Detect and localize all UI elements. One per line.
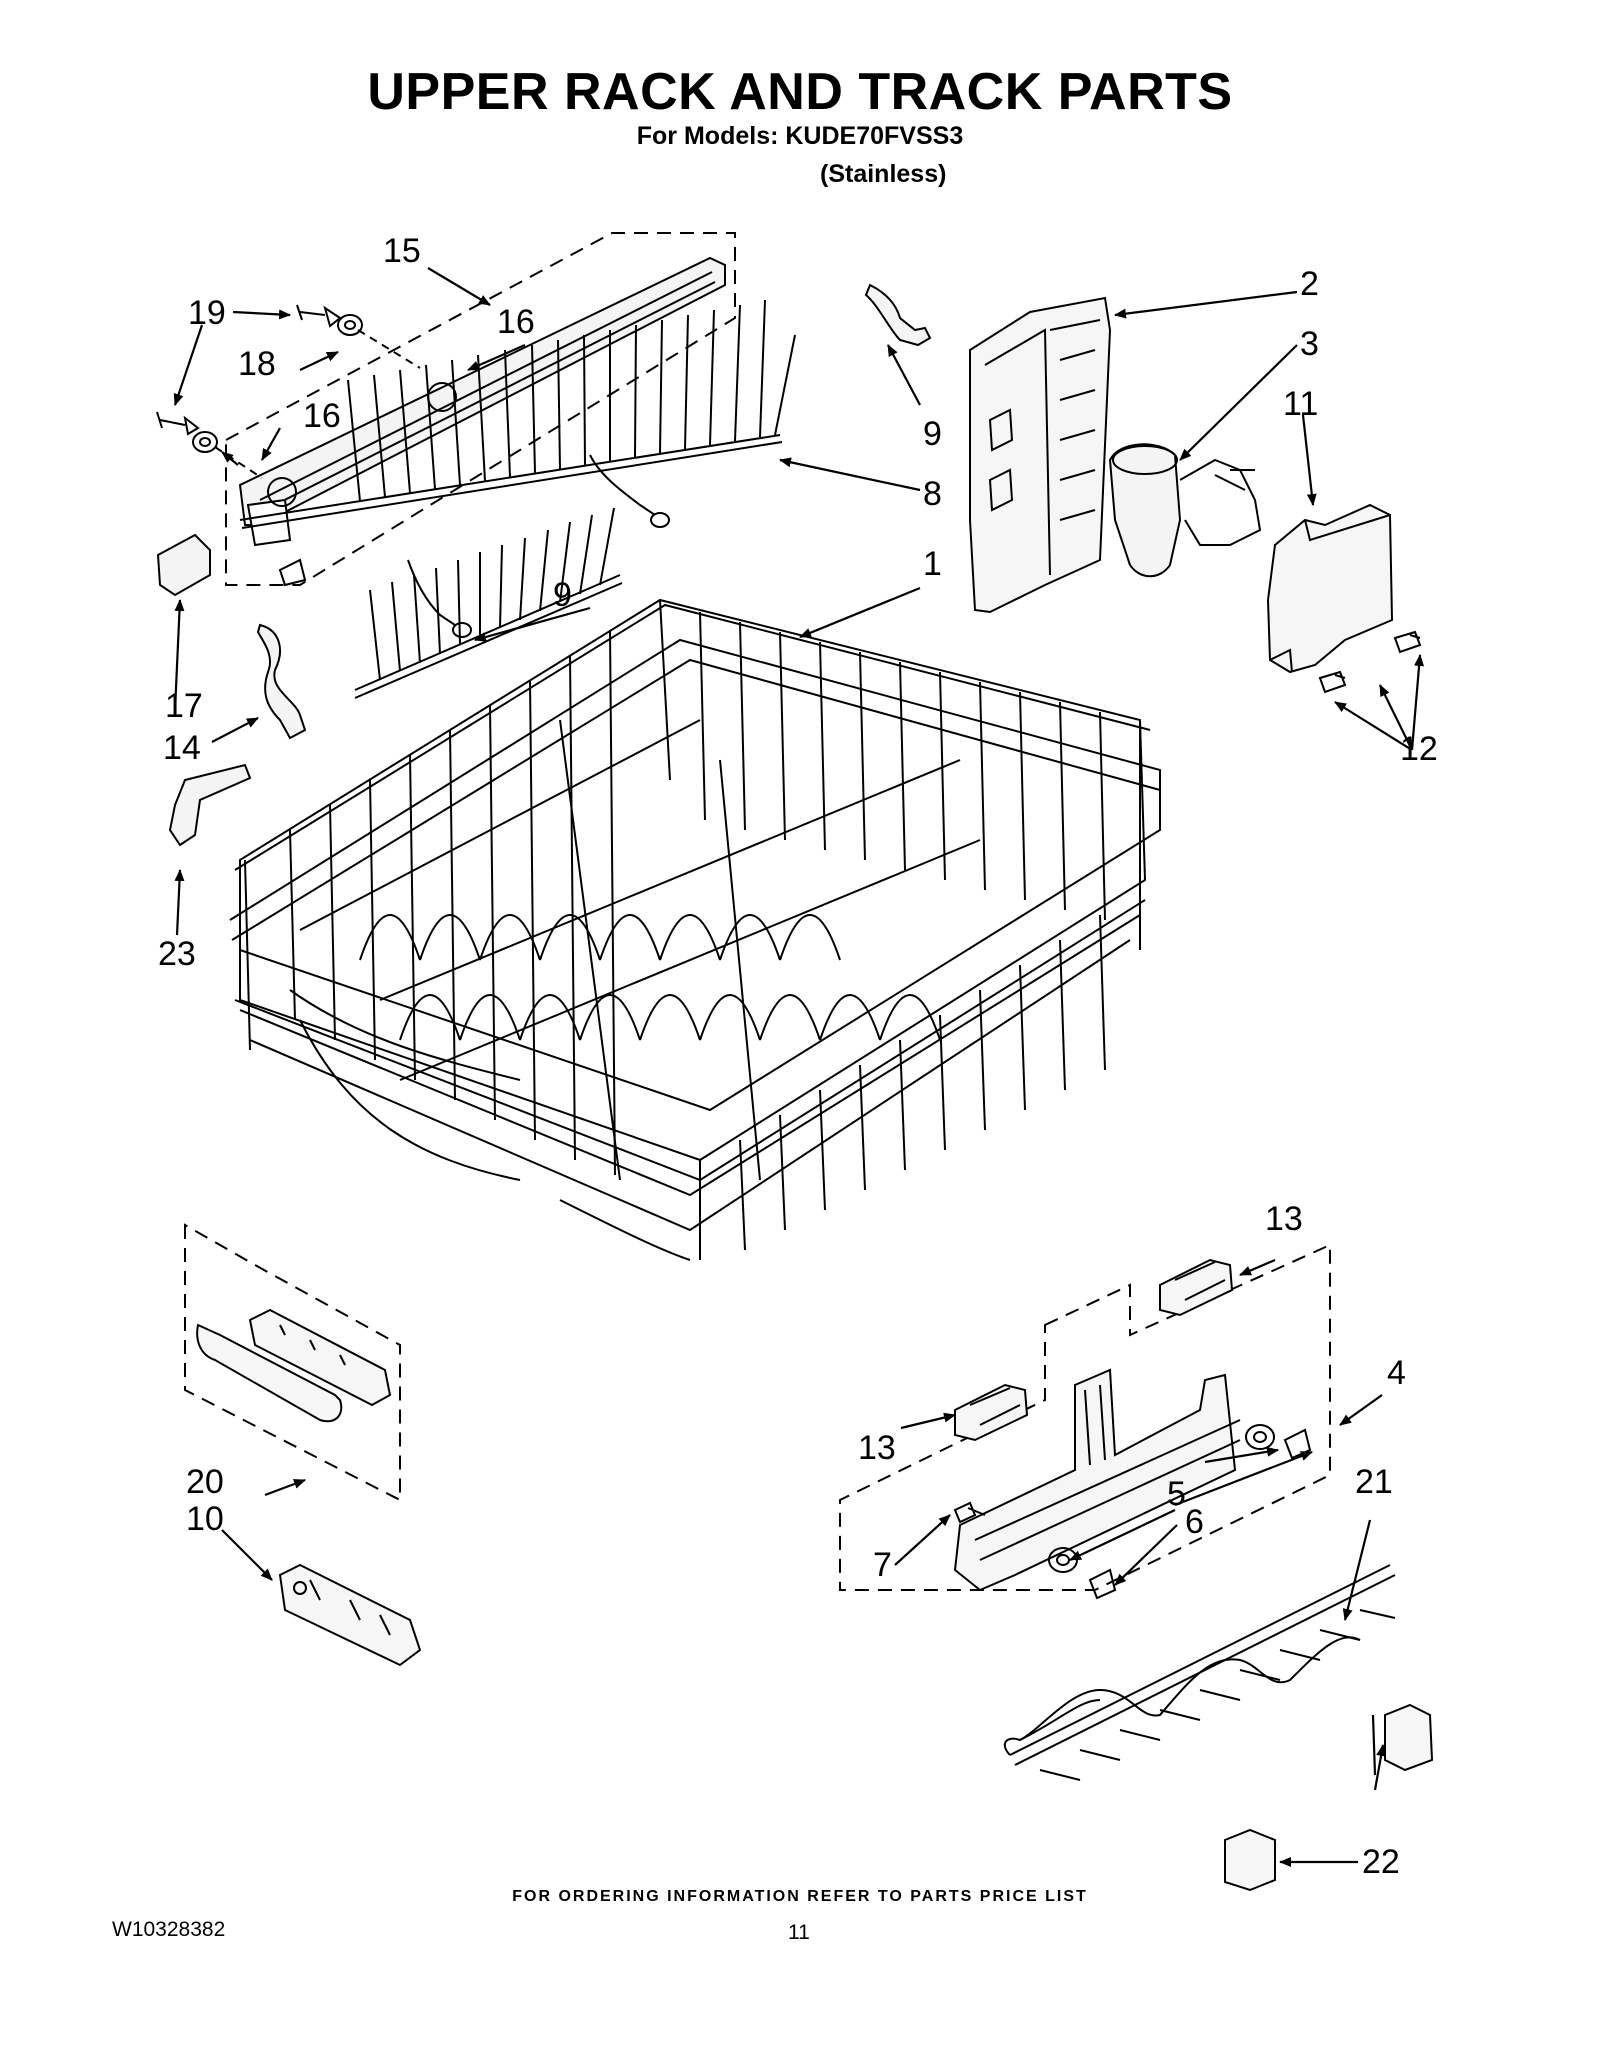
callout-21: 21 [1355,1463,1393,1501]
adjuster-cover-11 [1266,503,1394,674]
models-line: For Models: KUDE70FVSS3 [636,122,964,150]
document-number: W10328382 [112,1918,226,1941]
callout-18: 18 [238,345,276,383]
upper-track-rail [238,256,726,526]
wheel-5-right [1245,1424,1275,1450]
callout-10: 10 [186,1500,224,1538]
callout-19: 19 [188,294,226,332]
adjuster-3 [1108,443,1182,578]
callout-14: 14 [163,729,201,767]
callout-7: 7 [873,1546,892,1584]
washer-18-bottom [192,431,218,453]
handle-bar [196,1323,343,1423]
callout-16-upper: 16 [497,303,535,341]
rack-lever-23 [168,763,252,847]
callout-20: 20 [186,1463,224,1501]
page-number: 11 [788,1921,810,1944]
tines-row-lower [369,507,615,681]
callout-13-lower: 13 [858,1429,896,1467]
ordering-note: FOR ORDERING INFORMATION REFER TO PARTS … [512,1888,1088,1905]
axle-6-right [1283,1428,1312,1460]
callout-8: 8 [923,475,942,513]
rail-bracket-2 [969,296,1112,614]
screw-7 [953,1501,986,1524]
callout-9-upper: 9 [923,415,942,453]
callout-22: 22 [1362,1843,1400,1881]
variant-line: (Stainless) [820,160,947,188]
callout-9-lower: 9 [553,576,572,614]
fold-down-tines-21 [1003,1564,1396,1781]
axle-6-left [1088,1568,1117,1600]
callout-1: 1 [923,545,942,583]
callout-17: 17 [165,687,203,725]
callout-12: 12 [1400,730,1438,768]
callout-13-upper: 13 [1265,1200,1303,1238]
screw-12-a [1393,630,1422,654]
callout-6: 6 [1185,1503,1204,1541]
lower-rail-4 [953,1368,1237,1592]
screw-19-bottom [156,411,200,436]
callout-5: 5 [1167,1475,1186,1513]
callout-4: 4 [1387,1354,1406,1392]
callout-15: 15 [383,232,421,270]
tine-clip-22-right [1384,1703,1434,1772]
track-assembly-outline [225,232,736,586]
rack-rail-assembly-outline [839,1243,1331,1591]
callout-23: 23 [158,935,196,973]
callout-2: 2 [1300,265,1319,303]
screw-19-top [296,304,342,328]
clip-9-top [864,283,932,347]
handle-assembly-outline [184,1223,401,1502]
upper-rack-basket [229,598,1161,1261]
rail-slide-13-left [954,1383,1029,1442]
rail-slide-13-top [1159,1258,1234,1317]
rack-clip-14 [256,623,307,740]
washer-18-top [337,314,363,336]
callout-11: 11 [1283,385,1319,423]
page-title: UPPER RACK AND TRACK PARTS [367,63,1233,121]
end-cap-17 [156,533,211,597]
callout-3: 3 [1300,325,1319,363]
callout-16-lower: 16 [303,397,341,435]
tines-row-upper [347,299,796,502]
latch-10 [278,1563,422,1667]
tine-row-8 [239,434,781,521]
screw-12-b [1318,670,1347,694]
tine-clip-22-left [1224,1828,1276,1892]
